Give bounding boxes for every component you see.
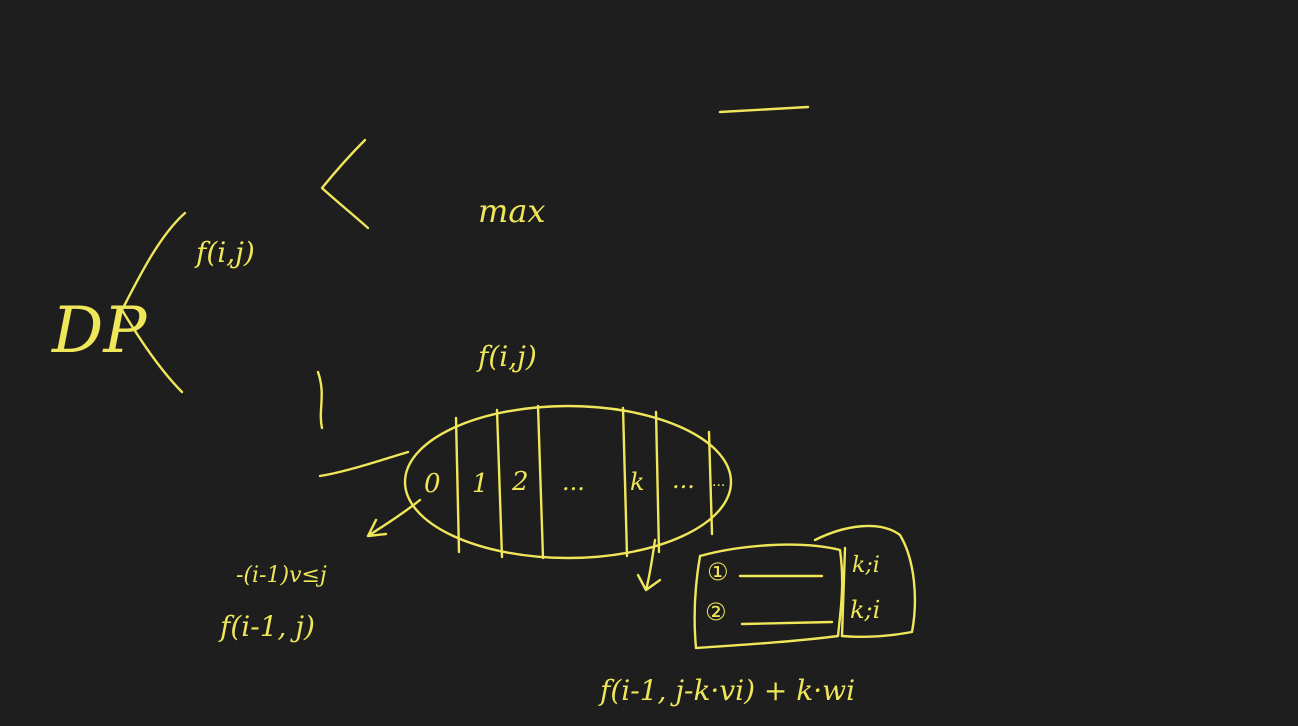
partition-divider-2 [495,408,504,559]
case-k-arrow [636,538,662,592]
state-computation-hook [316,370,324,430]
partition-cell-0: 0 [424,469,441,499]
partition-cell-dots-3: ... [712,474,725,490]
dp-root-label: DP [51,294,147,368]
partition-divider-5 [654,410,661,554]
partition-divider-6 [707,430,714,536]
partition-cell-dots-1: ... [562,468,585,496]
partition-cell-dots-2: ... [672,466,695,494]
ellipse-function-label: f(i,j) [476,340,537,373]
partition-cell-2: 2 [511,467,529,497]
box-item-2-line [740,620,834,626]
box-item-1-marker: ① [707,558,729,586]
partition-cell-1: 1 [472,469,489,499]
set-description-underline [718,105,810,114]
box-item-2-side: k;i [850,596,880,624]
partition-divider-3 [536,404,545,560]
decomposition-box-right [813,524,917,638]
state-function-label: f(i,j) [194,236,255,269]
attribute-value: max [478,192,545,230]
box-item-1-side: k;i [852,553,880,578]
choose-item-underline [318,450,410,478]
case-zero-formula: f(i-1, j) [218,610,315,643]
case-zero-arrow [366,498,422,538]
case-zero-condition: -(i-1)v≤j [236,563,327,588]
decomposition-box-divider [840,546,847,638]
decomposition-box-left [693,543,844,650]
partition-divider-4 [621,406,629,558]
state-representation-brace [320,138,370,230]
box-item-2-marker: ② [705,598,727,626]
case-k-formula: f(i-1, j-k·vi) + k·wi [598,674,855,707]
partition-divider-1 [454,416,461,554]
partition-cell-k: k [630,468,645,496]
partition-ellipse [403,404,733,560]
root-branch-brace [120,211,187,394]
